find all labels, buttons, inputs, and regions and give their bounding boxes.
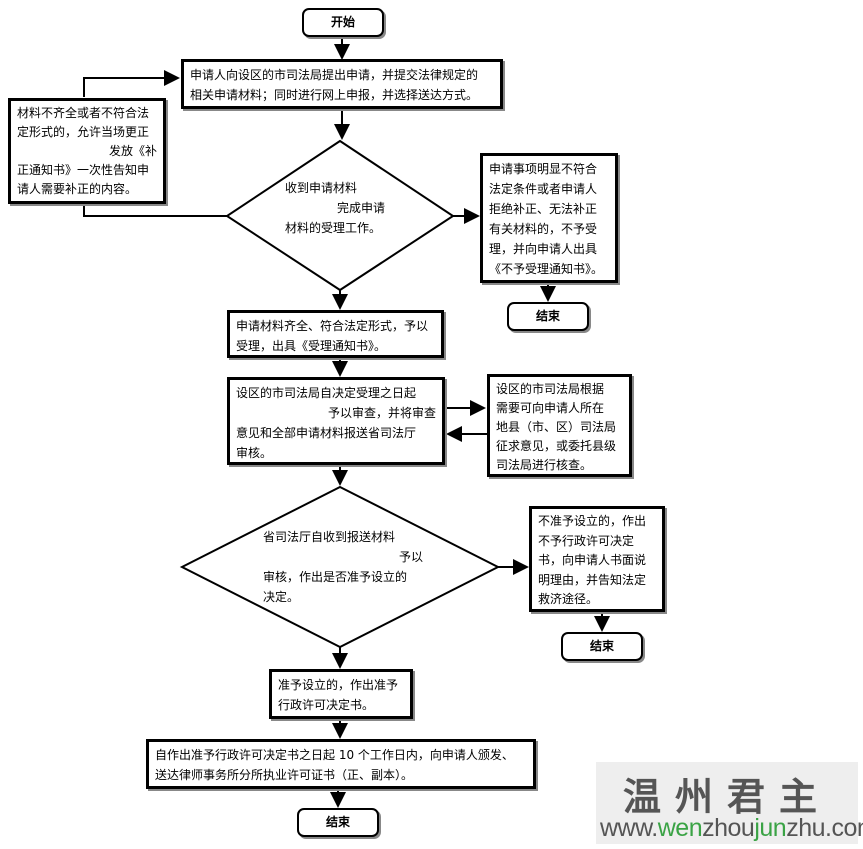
decision2-line-4: 决定。 — [263, 590, 300, 604]
deny-line-4: 明理由，并告知法定 — [538, 572, 647, 587]
watermark-url: www.wenzhoujunzhu.com — [600, 814, 863, 842]
review-line-1: 设区的市司法局自决定受理之日起 — [236, 386, 417, 400]
consult-line-4: 征求意见，或委托县级 — [496, 439, 617, 453]
consult-line-2: 需要可向申请人所在 — [496, 401, 605, 415]
reject1-line-1: 申请事项明显不符合 — [489, 162, 598, 176]
review-line-3: 意见和全部申请材料报送省司法厅 — [236, 426, 417, 440]
accept-line-1: 申请材料齐全、符合法定形式，予以 — [236, 319, 429, 333]
reject1-line-4: 有关材料的，不予受 — [489, 222, 598, 236]
approve-establishment-box: 准予设立的，作出准予 行政许可决定书。 — [269, 669, 413, 719]
reject1-line-5: 理，并向申请人出具 — [489, 242, 598, 256]
watermark-logo: 温州君主 www.wenzhoujunzhu.com — [596, 762, 863, 844]
deny-line-5: 救济途径。 — [538, 592, 599, 606]
accept-application-box: 申请材料齐全、符合法定形式，予以 受理，出具《受理通知书》。 — [227, 310, 444, 358]
reject1-line-6: 《不予受理通知书》。 — [489, 262, 604, 276]
step1-submit-application: 申请人向设区的市司法局提出申请，并提交法律规定的 相关申请材料；同时进行网上申报… — [181, 59, 503, 109]
consult-line-3: 地县（市、区）司法局 — [496, 420, 617, 434]
decision2-line-2: 予以 — [398, 550, 423, 564]
end-terminal-deny: 结束 — [561, 632, 643, 661]
decision1-line-3: 材料的受理工作。 — [285, 221, 382, 235]
consult-line-1: 设区的市司法局根据 — [496, 382, 605, 396]
decision1-line-2: 完成申请 — [337, 201, 386, 215]
decision2-text: 省司法厅自收到报送材料 予以 审核，作出是否准予设立的 决定。 — [263, 527, 423, 607]
correction-line-3: 发放《补 — [108, 144, 157, 158]
reject1-line-2: 法定条件或者申请人 — [489, 182, 598, 196]
end-terminal-final: 结束 — [297, 808, 379, 837]
deny-line-3: 书，向申请人书面说 — [538, 553, 647, 567]
correction-notice-box: 材料不齐全或者不符合法 定形式的，允许当场更正 发放《补 正通知书》一次性告知申… — [8, 98, 166, 204]
arrow-correction-to-step1 — [83, 70, 180, 97]
reject1-line-3: 拒绝补正、无法补正 — [489, 202, 598, 216]
deny-establishment-box: 不准予设立的，作出 不予行政许可决定 书，向申请人书面说 明理由，并告知法定 救… — [529, 506, 665, 612]
end-terminal-reject: 结束 — [507, 302, 589, 331]
review-line-2: 予以审查，并将审查 — [327, 406, 436, 420]
start-terminal: 开始 — [302, 8, 384, 37]
correction-line-5: 请人需要补正的内容。 — [17, 182, 138, 196]
county-consult-box: 设区的市司法局根据 需要可向申请人所在 地县（市、区）司法局 征求意见，或委托县… — [487, 374, 632, 477]
correction-line-1: 材料不齐全或者不符合法 — [17, 106, 150, 120]
step1-line-1: 申请人向设区的市司法局提出申请，并提交法律规定的 — [190, 68, 479, 82]
consult-line-5: 司法局进行核查。 — [496, 458, 593, 472]
deny-line-2: 不予行政许可决定 — [538, 533, 635, 548]
approve-line-2: 行政许可决定书。 — [278, 698, 375, 712]
city-review-box: 设区的市司法局自决定受理之日起 予以审查，并将审查 意见和全部申请材料报送省司法… — [227, 377, 445, 465]
issue-line-1: 自作出准予行政许可决定书之日起 10 个工作日内，向申请人颁发、 — [155, 748, 514, 762]
review-line-4: 审核。 — [236, 446, 273, 460]
decision1-line-1: 收到申请材料 — [285, 181, 358, 195]
decision2-line-1: 省司法厅自收到报送材料 — [263, 530, 396, 544]
correction-line-4: 正通知书》一次性告知申 — [17, 163, 150, 177]
decision1-text: 收到申请材料 完成申请 材料的受理工作。 — [285, 178, 425, 238]
approve-line-1: 准予设立的，作出准予 — [278, 678, 399, 692]
issue-license-box: 自作出准予行政许可决定书之日起 10 个工作日内，向申请人颁发、 送达律师事务所… — [146, 739, 536, 789]
issue-line-2: 送达律师事务所分所执业许可证书（正、副本）。 — [155, 768, 414, 782]
decision2-line-3: 审核，作出是否准予设立的 — [263, 570, 408, 584]
reject-application-box: 申请事项明显不符合 法定条件或者申请人 拒绝补正、无法补正 有关材料的，不予受 … — [480, 153, 618, 283]
step1-line-2: 相关申请材料；同时进行网上申报，并选择送达方式。 — [190, 88, 479, 102]
deny-line-1: 不准予设立的，作出 — [538, 514, 647, 528]
accept-line-2: 受理，出具《受理通知书》。 — [236, 339, 387, 353]
watermark-title: 温州君主 — [622, 774, 831, 819]
arrow-decision1-to-correction — [83, 203, 227, 217]
correction-line-2: 定形式的，允许当场更正 — [17, 125, 150, 139]
